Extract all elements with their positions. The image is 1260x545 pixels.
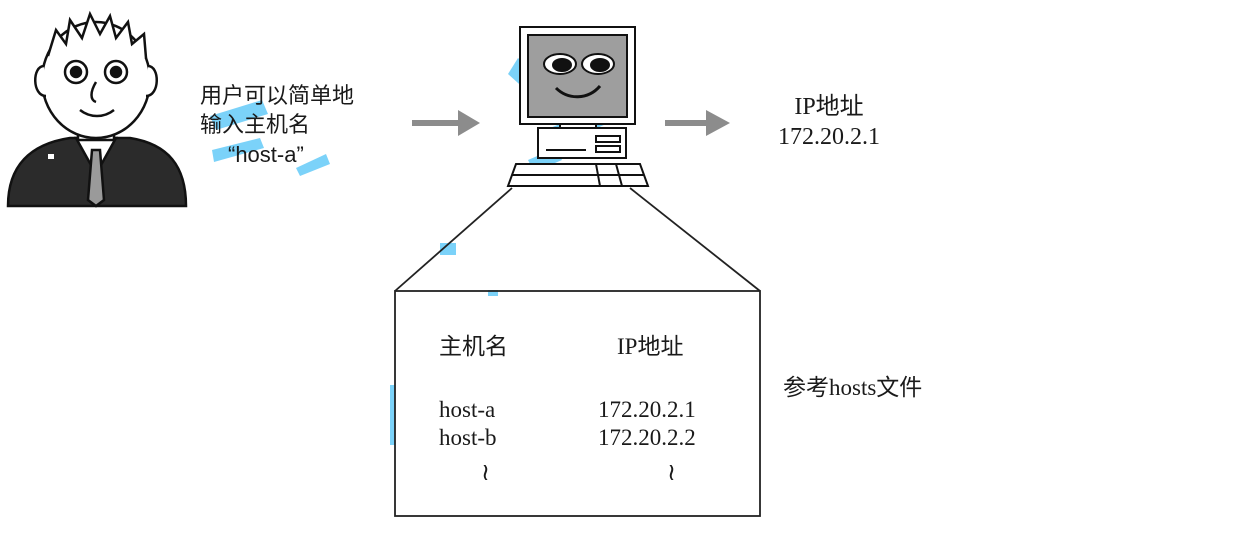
hosts-ellipsis-hostname: ≀: [481, 460, 490, 486]
hosts-ellipsis-ip: ≀: [667, 460, 676, 486]
user-person-icon: [6, 10, 188, 208]
user-text-line2: 输入主机名: [200, 113, 311, 138]
user-text-line1: 用户可以简单地: [200, 84, 355, 109]
zoom-line-left: [394, 187, 513, 292]
hosts-row2-hostname: host-b: [439, 425, 497, 450]
hosts-file-box: [394, 290, 761, 517]
ip-result-label: IP地址: [794, 94, 864, 120]
computer-icon: [506, 26, 650, 187]
zoom-line-right: [629, 187, 761, 292]
ip-result-address: 172.20.2.1: [778, 124, 880, 150]
hosts-row1-hostname: host-a: [439, 397, 496, 422]
ip-result: IP地址 172.20.2.1: [765, 92, 893, 152]
arrow-right-icon: [665, 110, 730, 136]
arrow-right-icon: [412, 110, 480, 136]
user-input-description: 用户可以简单地 输入主机名 “host-a”: [200, 82, 354, 169]
hosts-row1-ip: 172.20.2.1: [598, 397, 696, 422]
hosts-header-hostname: 主机名: [439, 334, 508, 359]
hosts-header-ip: IP地址: [617, 334, 684, 359]
user-text-hostname: “host-a”: [228, 142, 304, 167]
hosts-file-caption: 参考hosts文件: [783, 375, 923, 400]
hosts-row2-ip: 172.20.2.2: [598, 425, 696, 450]
